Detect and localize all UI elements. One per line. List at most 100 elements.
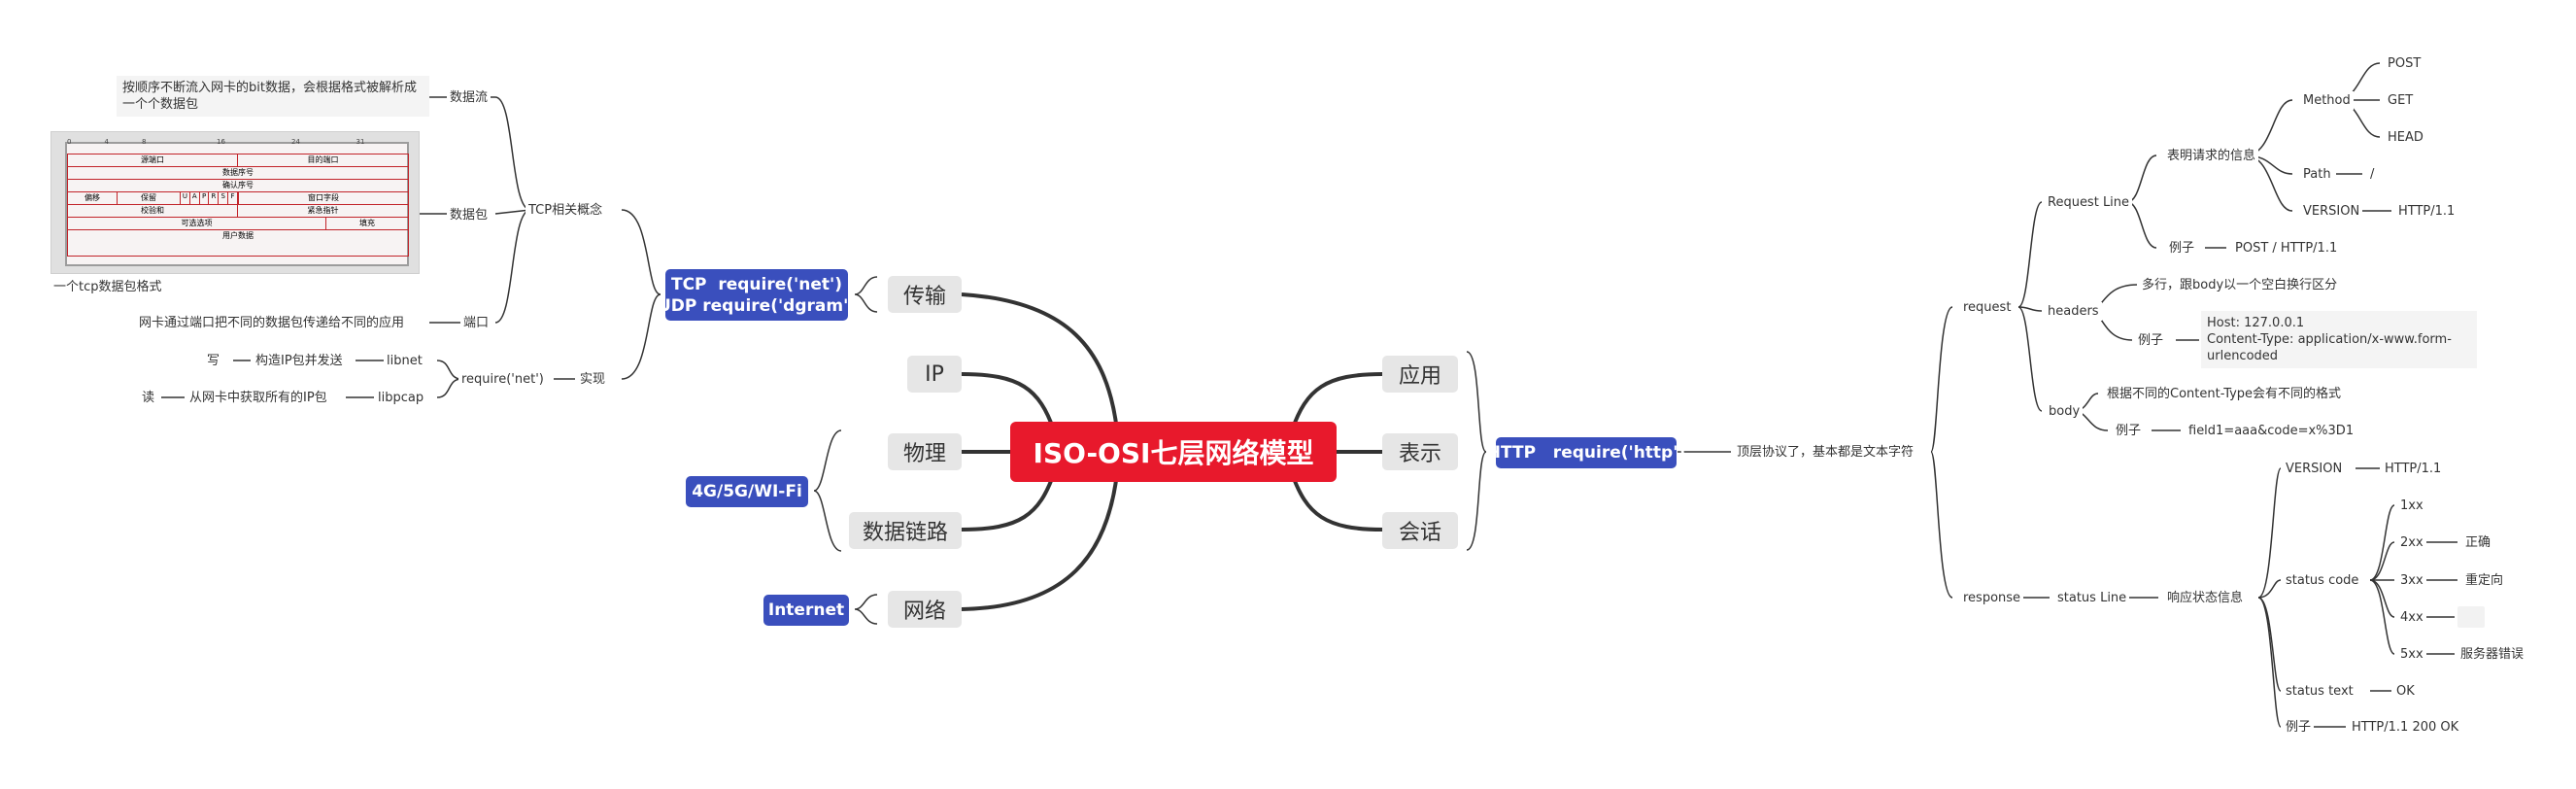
flag-a: A	[190, 192, 200, 204]
response-info-node[interactable]: 响应状态信息	[2164, 589, 2247, 607]
bit-tick-4: 4	[104, 138, 109, 146]
urgent-cell: 紧急指针	[238, 205, 408, 218]
http-desc: 顶层协议了，基本都是文本字符	[1734, 443, 1917, 462]
headers-example: Host: 127.0.0.1 Content-Type: applicatio…	[2201, 311, 2477, 368]
body-desc: 根据不同的Content-Type会有不同的格式	[2104, 385, 2345, 403]
layer-datalink[interactable]: 数据链路	[849, 512, 962, 549]
request-line-example-label[interactable]: 例子	[2166, 239, 2198, 257]
code-3xx-meaning: 重定向	[2462, 571, 2507, 590]
layer-session[interactable]: 会话	[1382, 512, 1458, 549]
resp-version-node[interactable]: VERSION	[2283, 460, 2346, 478]
path-node[interactable]: Path	[2300, 165, 2334, 184]
require-net-node[interactable]: require('net')	[458, 370, 547, 389]
body-example-label[interactable]: 例子	[2113, 422, 2145, 440]
src-port-cell: 源端口	[68, 154, 238, 167]
status-text-value: OK	[2393, 682, 2418, 701]
libnet-desc: 构造IP包并发送	[253, 352, 346, 370]
offset-cell: 偏移	[68, 192, 118, 205]
port-node[interactable]: 端口	[460, 314, 492, 332]
code-1xx[interactable]: 1xx	[2397, 497, 2426, 515]
bit-tick-8: 8	[142, 138, 147, 146]
request-info-node[interactable]: 表明请求的信息	[2164, 147, 2259, 165]
status-text-node[interactable]: status text	[2283, 682, 2356, 701]
method-node[interactable]: Method	[2300, 91, 2354, 110]
code-2xx-meaning: 正确	[2462, 533, 2494, 552]
packet-bit-ruler: 0 4 8 16 24 31	[67, 138, 407, 148]
stream-node[interactable]: 数据流	[447, 88, 491, 107]
version-value: HTTP/1.1	[2395, 202, 2458, 221]
code-5xx-meaning: 服务器错误	[2457, 645, 2527, 664]
request-line-node[interactable]: Request Line	[2045, 193, 2133, 212]
code-3xx[interactable]: 3xx	[2397, 571, 2426, 590]
udp-require-label: UDP require('dgram')	[657, 295, 857, 316]
libpcap-desc: 从网卡中获取所有的IP包	[186, 389, 330, 407]
port-desc: 网卡通过端口把不同的数据包传递给不同的应用	[136, 314, 408, 332]
response-node[interactable]: response	[1960, 589, 2024, 607]
tcp-require-label: TCP require('net')	[670, 274, 842, 294]
packet-node[interactable]: 数据包	[447, 206, 491, 224]
ack-cell: 确认序号	[68, 180, 408, 192]
layer-physical[interactable]: 物理	[888, 433, 962, 470]
internet-badge[interactable]: Internet	[763, 595, 849, 626]
root-topic[interactable]: ISO-OSI七层网络模型	[1010, 422, 1337, 482]
code-4xx[interactable]: 4xx	[2397, 608, 2426, 627]
bit-tick-0: 0	[67, 138, 72, 146]
flag-f: F	[228, 192, 238, 204]
impl-node[interactable]: 实现	[577, 370, 609, 389]
flag-p: P	[200, 192, 210, 204]
method-post[interactable]: POST	[2385, 54, 2424, 73]
http-badge[interactable]: HTTP require('http')	[1487, 437, 1685, 468]
bit-tick-16: 16	[217, 138, 225, 146]
read-node: 读	[139, 389, 158, 407]
window-cell: 窗口字段	[239, 192, 408, 205]
layer-network[interactable]: 网络	[888, 591, 962, 628]
seq-cell: 数据序号	[68, 167, 408, 180]
code-2xx[interactable]: 2xx	[2397, 533, 2426, 552]
libpcap-node[interactable]: libpcap	[375, 389, 427, 407]
body-node[interactable]: body	[2046, 402, 2084, 421]
request-node[interactable]: request	[1960, 298, 2015, 317]
path-value: /	[2367, 165, 2378, 184]
resp-example-label[interactable]: 例子	[2283, 718, 2315, 737]
status-code-node[interactable]: status code	[2283, 571, 2362, 590]
wifi-badge[interactable]: 4G/5G/WI-Fi	[686, 476, 808, 507]
reserved-cell: 保留	[118, 192, 181, 205]
code-4xx-meaning-blank	[2457, 606, 2485, 628]
version-node[interactable]: VERSION	[2300, 202, 2363, 221]
packet-caption: 一个tcp数据包格式	[53, 280, 162, 294]
status-line-node[interactable]: status Line	[2054, 589, 2130, 607]
tcp-udp-badge[interactable]: TCP require('net') UDP require('dgram')	[658, 269, 856, 321]
request-line-example: POST / HTTP/1.1	[2232, 239, 2341, 257]
stream-desc: 按顺序不断流入网卡的bit数据，会根据格式被解析成一个个数据包	[117, 76, 429, 117]
bit-tick-31: 31	[356, 138, 365, 146]
resp-version-value: HTTP/1.1	[2382, 460, 2445, 478]
layer-transport[interactable]: 传输	[888, 276, 962, 313]
code-5xx[interactable]: 5xx	[2397, 645, 2426, 664]
checksum-cell: 校验和	[68, 205, 238, 218]
method-head[interactable]: HEAD	[2385, 128, 2426, 147]
bit-tick-24: 24	[291, 138, 300, 146]
layer-application[interactable]: 应用	[1382, 356, 1458, 393]
padding-cell: 填充	[326, 218, 408, 230]
method-get[interactable]: GET	[2385, 91, 2417, 110]
tcp-concepts-node[interactable]: TCP相关概念	[525, 201, 606, 220]
headers-node[interactable]: headers	[2045, 302, 2102, 321]
layer-ip[interactable]: IP	[907, 356, 962, 393]
libnet-node[interactable]: libnet	[384, 352, 425, 370]
write-node: 写	[204, 352, 223, 370]
resp-example: HTTP/1.1 200 OK	[2349, 718, 2462, 737]
options-cell: 可选选项	[68, 218, 326, 230]
layer-presentation[interactable]: 表示	[1382, 433, 1458, 470]
body-example: field1=aaa&code=x%3D1	[2186, 422, 2357, 440]
user-data-cell: 用户数据	[222, 231, 254, 240]
headers-example-label[interactable]: 例子	[2135, 331, 2167, 350]
flag-r: R	[209, 192, 220, 204]
dst-port-cell: 目的端口	[238, 154, 408, 167]
flag-u: U	[181, 192, 190, 204]
